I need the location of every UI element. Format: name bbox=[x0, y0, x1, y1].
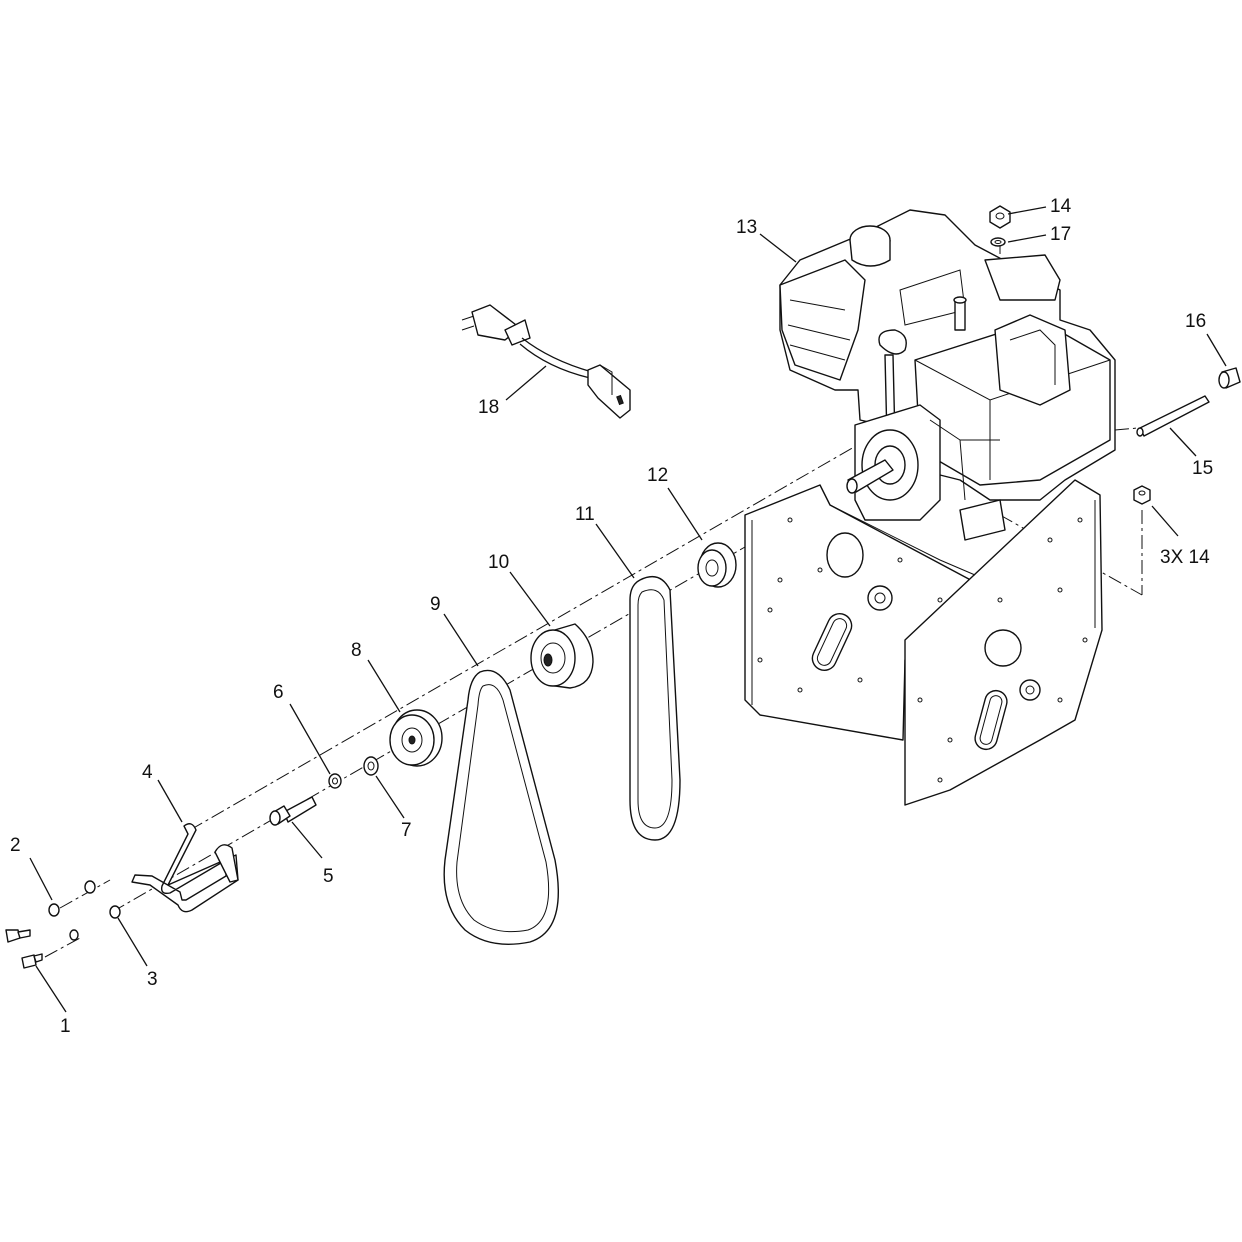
extension-cord bbox=[461, 304, 631, 419]
callout-16: 16 bbox=[1185, 311, 1206, 332]
idler-pulley-8 bbox=[389, 709, 443, 767]
callout-3x14: 3X 14 bbox=[1160, 547, 1210, 568]
callout-14: 14 bbox=[1050, 196, 1072, 217]
callout-1: 1 bbox=[60, 1016, 71, 1037]
pulley-10 bbox=[530, 623, 594, 689]
nut-14-top bbox=[989, 205, 1011, 229]
washer-17 bbox=[990, 237, 1006, 247]
screw-1 bbox=[5, 929, 43, 969]
frame-plates bbox=[744, 479, 1103, 806]
callout-7: 7 bbox=[401, 820, 412, 841]
washer-6 bbox=[328, 773, 342, 789]
belt-guide-bracket-4 bbox=[131, 823, 239, 913]
nut-14-frame bbox=[1133, 485, 1151, 505]
callout-17: 17 bbox=[1050, 224, 1071, 245]
v-belt-11 bbox=[629, 576, 681, 841]
callout-6: 6 bbox=[273, 682, 284, 703]
pulley-12 bbox=[697, 542, 737, 588]
callout-4: 4 bbox=[142, 762, 153, 783]
callout-18: 18 bbox=[478, 397, 499, 418]
leader-lines bbox=[29, 206, 1227, 1013]
callout-9: 9 bbox=[430, 594, 441, 615]
callout-13: 13 bbox=[736, 217, 757, 238]
callout-15: 15 bbox=[1192, 458, 1213, 479]
callout-labels: 1 2 3 4 5 6 7 8 9 10 11 12 13 14 15 16 1… bbox=[10, 196, 1213, 1037]
washer-2 bbox=[48, 880, 96, 917]
callout-5: 5 bbox=[323, 866, 334, 887]
callout-3: 3 bbox=[147, 969, 158, 990]
bolt-5 bbox=[269, 796, 317, 826]
callout-11: 11 bbox=[575, 504, 595, 525]
callout-2: 2 bbox=[10, 835, 21, 856]
bushing-16 bbox=[1218, 367, 1241, 389]
callout-10: 10 bbox=[488, 552, 509, 573]
washer-7 bbox=[363, 756, 379, 776]
belt-9 bbox=[443, 669, 559, 945]
spacer-15 bbox=[1136, 395, 1210, 437]
washer-3 bbox=[69, 905, 121, 941]
callout-8: 8 bbox=[351, 640, 362, 661]
callout-12: 12 bbox=[647, 465, 668, 486]
engine-assembly bbox=[779, 209, 1116, 541]
